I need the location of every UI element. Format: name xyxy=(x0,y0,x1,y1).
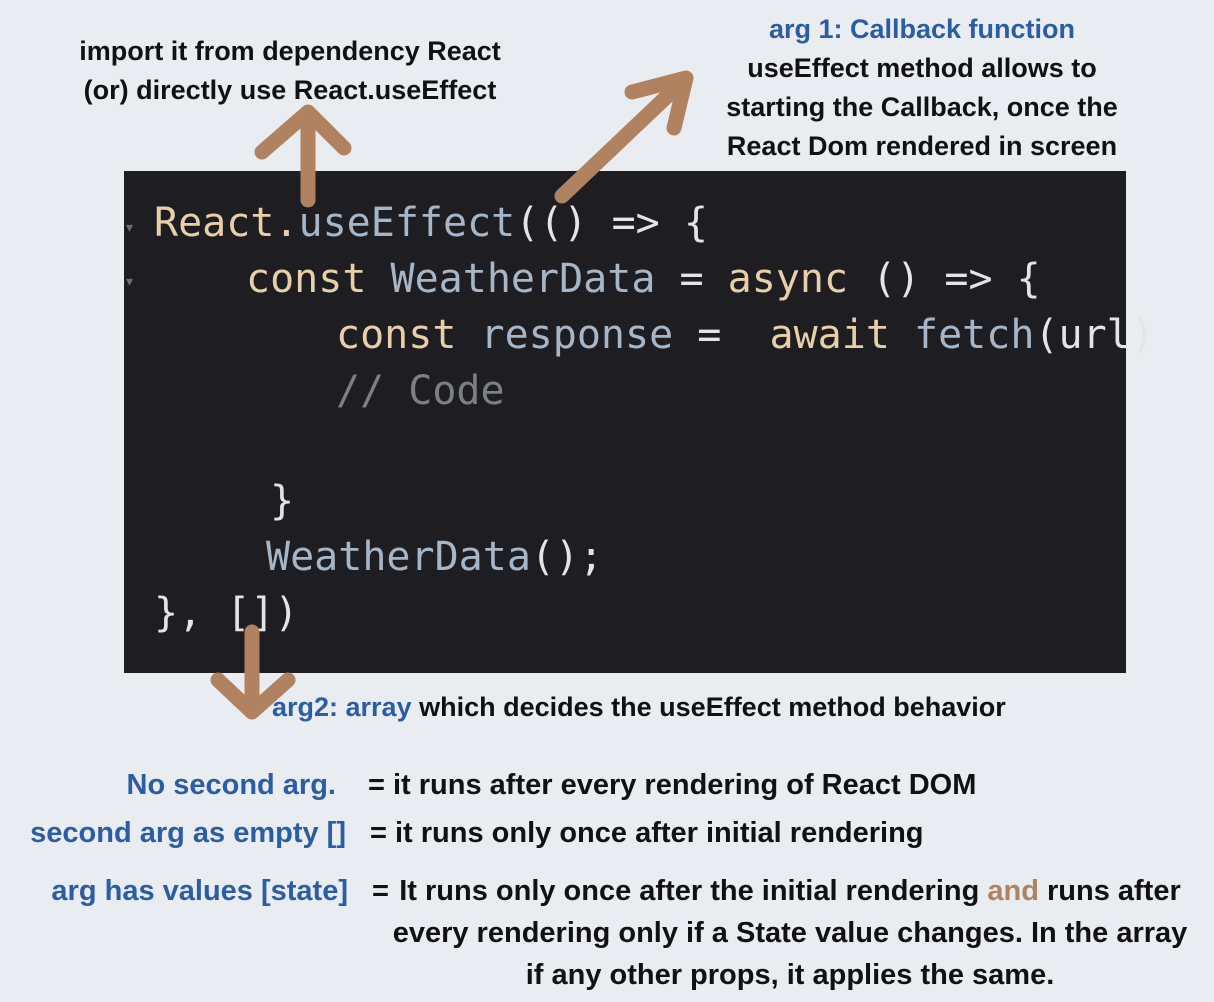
code-token: response xyxy=(480,312,674,358)
fold-marker-icon: ▾ xyxy=(126,273,134,289)
code-token: React. xyxy=(154,200,299,246)
rule-desc-and: and xyxy=(987,875,1039,907)
callback-note-line3: React Dom rendered in screen xyxy=(726,131,1118,161)
code-token: useEffect xyxy=(298,200,516,246)
array-note-text: which decides the useEffect method behav… xyxy=(419,692,1006,722)
code-token: async xyxy=(727,256,849,302)
array-note-label: arg2: array xyxy=(272,692,412,722)
code-token: const xyxy=(246,256,367,302)
arrow-up-icon xyxy=(254,104,352,208)
code-token: (url) xyxy=(1034,312,1155,358)
code-line-2: const WeatherData = async () => { xyxy=(246,251,1041,307)
code-panel: ▾ ▾ React.useEffect(() => { const Weathe… xyxy=(124,171,1155,673)
rule-desc-empty-array: = it runs only once after initial render… xyxy=(370,817,924,849)
code-line-6: WeatherData(); xyxy=(266,529,603,585)
import-note-line2: (or) directly use React.useEffect xyxy=(83,75,497,105)
code-token: (); xyxy=(530,534,604,580)
code-token: (() => { xyxy=(515,200,708,246)
code-line-3: const response = await fetch(url) xyxy=(336,307,1155,363)
callback-note-line1: useEffect method allows to xyxy=(747,53,1097,83)
code-token: () => { xyxy=(848,256,1041,302)
code-token: = xyxy=(673,312,770,358)
import-note-line1: import it from dependency React xyxy=(79,36,501,66)
code-line-7: }, []) xyxy=(154,590,299,636)
arrow-down-icon xyxy=(210,624,296,720)
code-token: fetch xyxy=(914,312,1035,358)
code-token: WeatherData xyxy=(390,256,656,302)
code-line-5: } xyxy=(270,478,295,524)
rule-label-no-arg: No second arg. xyxy=(126,769,337,801)
code-token: WeatherData xyxy=(266,534,531,580)
import-note: import it from dependency React (or) dir… xyxy=(40,32,540,110)
rule-label-empty-array: second arg as empty [] xyxy=(30,817,346,849)
rule-desc-no-arg: = it runs after every rendering of React… xyxy=(368,769,977,801)
arrow-diagonal-icon xyxy=(554,70,694,204)
rule-desc-part-b: runs after every rendering only if a Sta… xyxy=(392,875,1188,991)
code-token: = xyxy=(655,256,728,302)
rule-desc-state-array: It runs only once after the initial rend… xyxy=(380,870,1200,996)
callback-note-line2: starting the Callback, once the xyxy=(726,92,1118,122)
code-token: const xyxy=(336,312,457,358)
code-token: await xyxy=(769,312,890,358)
callback-note-title: arg 1: Callback function xyxy=(768,14,1076,44)
rule-label-state-array: arg has values [state] xyxy=(51,875,348,907)
array-note: arg2: array which decides the useEffect … xyxy=(272,688,1006,727)
rule-desc-part-a: It runs only once after the initial rend… xyxy=(399,875,988,907)
fold-marker-icon: ▾ xyxy=(126,219,134,235)
code-line-4: // Code xyxy=(336,368,505,414)
callback-note: arg 1: Callback function useEffect metho… xyxy=(682,10,1162,166)
rule-desc-equals: = xyxy=(372,875,389,907)
code-line-1: React.useEffect(() => { xyxy=(154,195,708,251)
